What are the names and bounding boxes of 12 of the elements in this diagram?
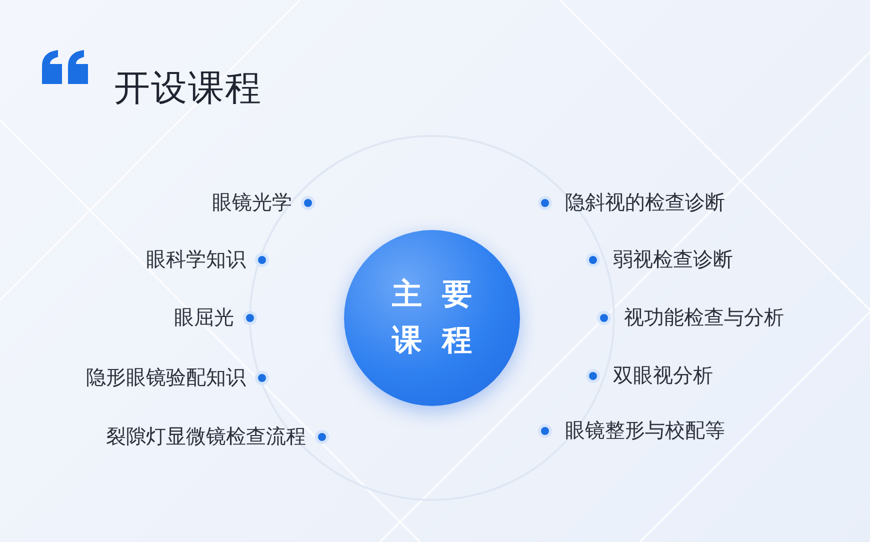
- title: 开设课程: [114, 67, 262, 111]
- course-name: 视功能检查与分析: [624, 305, 784, 329]
- course-name: 眼屈光: [174, 305, 234, 329]
- course-name: 弱视检查诊断: [613, 247, 733, 271]
- course-name: 裂隙灯显微镜检查流程: [106, 424, 306, 448]
- center-text: 主要课程: [390, 276, 493, 360]
- course-name: 双眼视分析: [613, 363, 713, 387]
- course-name: 眼镜整形与校配等: [565, 418, 725, 442]
- course-name: 眼科学知识: [146, 247, 246, 271]
- course-name: 眼镜光学: [212, 190, 292, 214]
- course-name: 隐形眼镜验配知识: [86, 365, 246, 389]
- course-name: 隐斜视的检查诊断: [565, 190, 725, 214]
